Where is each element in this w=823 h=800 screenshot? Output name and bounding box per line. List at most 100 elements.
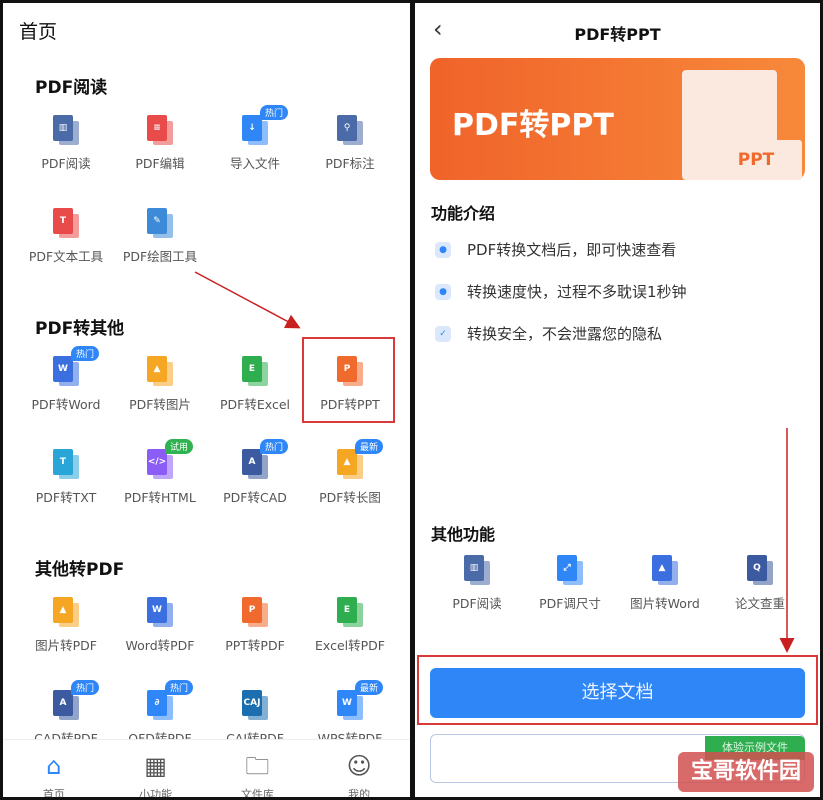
page-title: PDF转PPT bbox=[574, 25, 661, 44]
badge: 热门 bbox=[71, 346, 100, 361]
other-feature-item[interactable]: Q 论文查重 bbox=[712, 555, 808, 612]
icon-glyph: ▥ bbox=[464, 555, 484, 581]
item-label: PDF转CAD bbox=[223, 490, 287, 505]
icon-glyph: Q bbox=[747, 555, 767, 581]
item-label: PDF转Word bbox=[31, 397, 101, 412]
grid-item[interactable]: ✎ PDF绘图工具 bbox=[112, 208, 208, 265]
grid-item[interactable]: E PDF转Excel bbox=[207, 356, 303, 413]
user-icon: ☺ bbox=[346, 752, 372, 780]
annotation-box bbox=[302, 337, 395, 423]
icon-glyph: ✎ bbox=[147, 208, 167, 234]
grid-item[interactable]: ≡PDF编辑 bbox=[112, 115, 208, 172]
icon-glyph: A bbox=[242, 449, 262, 475]
nav-item-user[interactable]: ☺我的 bbox=[308, 740, 410, 797]
nav-label: 文件库 bbox=[240, 788, 274, 797]
other-feature-item[interactable]: ⤢PDF调尺寸 bbox=[522, 555, 618, 612]
intro-item: ●转换速度快，过程不多耽误1秒钟 bbox=[435, 281, 687, 302]
grid-item[interactable]: ▥PDF阅读 bbox=[18, 115, 114, 172]
grid-item[interactable]: P PDF转PPT bbox=[302, 356, 398, 413]
bottom-nav: ⌂首页▦小功能🗀文件库☺我的 bbox=[3, 739, 410, 797]
text-tool-icon: T bbox=[51, 208, 81, 240]
annotation-box bbox=[417, 655, 818, 725]
badge: 试用 bbox=[165, 439, 194, 454]
icon-glyph: P bbox=[242, 597, 262, 623]
item-label: 论文查重 bbox=[734, 596, 785, 611]
item-label: PDF转PPT bbox=[320, 397, 380, 412]
word-icon: W bbox=[145, 597, 175, 629]
grid-item[interactable]: ▲ PDF转图片 bbox=[112, 356, 208, 413]
icon-glyph: ▲ bbox=[147, 356, 167, 382]
pdf-to-ppt-screen: ‹ PDF转PPT PDF转PPT PPT 功能介绍 ● PDF转换文档后，即可快… bbox=[415, 3, 820, 797]
item-label: PDF转图片 bbox=[129, 397, 191, 412]
excel-icon: E bbox=[240, 356, 270, 388]
other-features-title: 其他功能 bbox=[431, 525, 496, 544]
annotation-arrow bbox=[194, 271, 301, 329]
other-feature-item[interactable]: ▥ PDF阅读 bbox=[429, 555, 525, 612]
speed-icon: ● bbox=[435, 283, 451, 300]
select-document-button[interactable]: 选择文档 bbox=[430, 668, 805, 718]
intro-text: 转换安全，不会泄露您的隐私 bbox=[467, 325, 663, 343]
banner: PDF转PPT PPT bbox=[430, 58, 805, 180]
grid-icon: ▦ bbox=[144, 752, 167, 780]
intro-text: PDF转换文档后，即可快速查看 bbox=[467, 241, 677, 259]
ppt-doc-label: PPT bbox=[710, 140, 802, 180]
badge: 热门 bbox=[165, 680, 194, 695]
long-image-icon: ▲最新 bbox=[335, 439, 384, 481]
icon-glyph: P bbox=[337, 356, 357, 382]
grid-item[interactable]: E Excel转PDF bbox=[302, 597, 398, 654]
grid-item[interactable]: </>试用 PDF转HTML bbox=[112, 439, 208, 506]
item-label: PDF调尺寸 bbox=[539, 596, 601, 611]
grid-item[interactable]: ⚲PDF标注 bbox=[302, 115, 398, 172]
item-label: PDF转TXT bbox=[35, 490, 97, 505]
grid-item[interactable]: ▲图片转PDF bbox=[18, 597, 114, 654]
ofd-icon: ∂热门 bbox=[145, 680, 194, 722]
item-label: PDF编辑 bbox=[135, 156, 185, 171]
item-label: PDF阅读 bbox=[452, 596, 502, 611]
txt-icon: T bbox=[51, 449, 81, 481]
nav-item-folder[interactable]: 🗀文件库 bbox=[207, 740, 309, 797]
item-label: PDF绘图工具 bbox=[122, 249, 198, 264]
item-label: PDF转Excel bbox=[220, 397, 290, 412]
image-icon: ▲ bbox=[145, 356, 175, 388]
grid-item[interactable]: CAJCAJ转PDF bbox=[207, 690, 303, 747]
html-icon: </>试用 bbox=[145, 439, 194, 481]
back-icon[interactable]: ‹ bbox=[433, 15, 443, 43]
icon-glyph: W bbox=[337, 690, 357, 716]
grid-item[interactable]: ↓热门导入文件 bbox=[207, 105, 303, 172]
icon-glyph: ▲ bbox=[652, 555, 672, 581]
badge: 热门 bbox=[260, 105, 289, 120]
section-title: PDF阅读 bbox=[35, 78, 108, 98]
grid-item[interactable]: T PDF转TXT bbox=[18, 449, 114, 506]
other-feature-item[interactable]: ▲ 图片转Word bbox=[617, 555, 713, 612]
pin-icon: ⚲ bbox=[335, 115, 365, 147]
item-label: PDF转HTML bbox=[124, 490, 196, 505]
icon-glyph: ↓ bbox=[242, 115, 262, 141]
icon-glyph: ⚲ bbox=[337, 115, 357, 141]
book-icon: ▥ bbox=[462, 555, 492, 587]
image-icon: ▲ bbox=[51, 597, 81, 629]
nav-item-grid[interactable]: ▦小功能 bbox=[105, 740, 207, 797]
ppt-icon: P bbox=[240, 597, 270, 629]
item-label: Excel转PDF bbox=[315, 638, 385, 653]
shield-icon: ✓ bbox=[435, 325, 451, 342]
icon-glyph: CAJ bbox=[242, 690, 262, 716]
icon-glyph: E bbox=[337, 597, 357, 623]
caj-icon: CAJ bbox=[240, 690, 270, 722]
item-label: 图片转Word bbox=[630, 596, 700, 611]
badge: 最新 bbox=[355, 439, 384, 454]
watermark: 宝哥软件园 bbox=[678, 752, 814, 792]
nav-item-home[interactable]: ⌂首页 bbox=[3, 740, 105, 797]
section-title: PDF转其他 bbox=[35, 319, 125, 339]
intro-title: 功能介绍 bbox=[431, 204, 496, 223]
